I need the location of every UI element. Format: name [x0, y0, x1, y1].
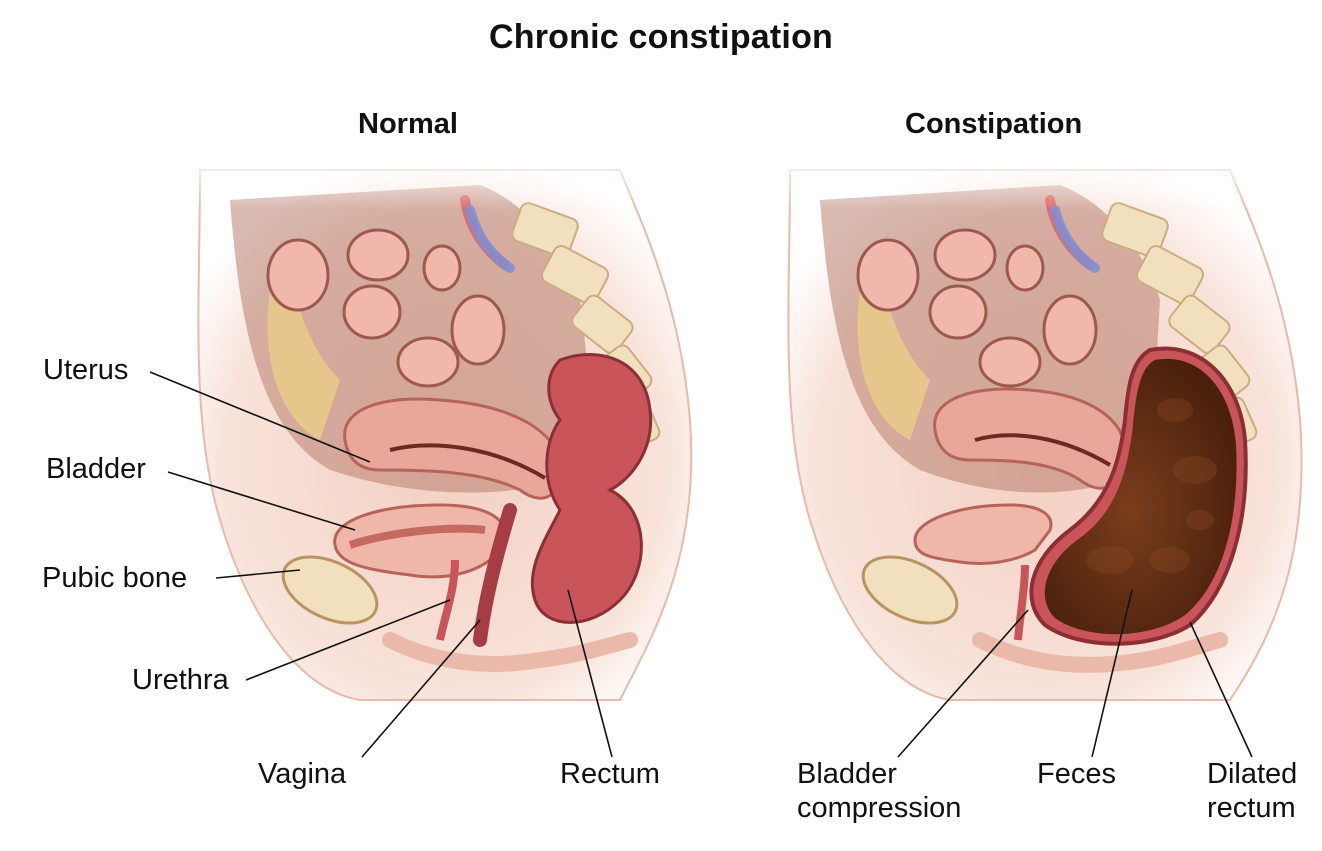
pubic-bone-leader-line	[215, 569, 301, 579]
constipation-bladder-shape	[913, 503, 1053, 565]
normal-bladder-inner	[348, 524, 486, 549]
label-feces: Feces	[1037, 758, 1116, 790]
uterus-leader-line	[149, 371, 371, 463]
normal-urethra-shape	[436, 559, 459, 641]
label-bladder: Bladder	[46, 453, 146, 485]
normal-intestine-loops	[266, 228, 506, 388]
label-bladder-compression-line2: compression	[797, 792, 962, 824]
label-rectum: Rectum	[560, 758, 660, 790]
label-urethra: Urethra	[132, 664, 229, 696]
label-bladder-compression-line1: Bladder	[797, 758, 897, 790]
bladder-compression-leader-line	[897, 609, 1029, 758]
normal-uterus-cavity	[389, 443, 547, 480]
constipation-fat-tissue	[857, 280, 930, 440]
normal-vagina-shape	[473, 503, 517, 647]
vagina-leader-line	[361, 619, 481, 758]
label-dilated-rectum-line1: Dilated	[1207, 758, 1298, 790]
feces-leader-line	[1091, 589, 1133, 758]
constipation-anatomy	[760, 150, 1322, 701]
normal-anatomy	[170, 150, 730, 701]
constipation-pubic-bone-shape	[861, 555, 959, 625]
constipation-panel-heading: Constipation	[905, 108, 1083, 140]
normal-pubic-bone-shape	[281, 555, 379, 625]
normal-fat-tissue	[267, 280, 340, 440]
constipation-feces-texture	[1086, 398, 1217, 574]
label-bladder-compression: Bladder compression	[797, 757, 961, 825]
rectum-leader-line	[567, 589, 613, 758]
constipation-urethra-shape	[1014, 564, 1029, 641]
constipation-intestine-loops	[856, 228, 1098, 388]
constipation-uterus-cavity	[974, 433, 1112, 467]
label-dilated-rectum-line2: rectum	[1207, 792, 1296, 824]
bladder-leader-line	[167, 471, 356, 531]
label-vagina: Vagina	[258, 758, 347, 790]
normal-rectum-shape	[530, 352, 653, 624]
label-dilated-rectum: Dilated rectum	[1207, 757, 1297, 825]
diagram-title: Chronic constipation	[489, 18, 833, 56]
constipation-feces-mass	[1044, 358, 1237, 635]
constipation-pelvic-floor	[972, 632, 1228, 673]
normal-pelvic-floor	[382, 632, 638, 672]
dilated-rectum-leader-line	[1189, 621, 1253, 758]
leader-lines	[149, 371, 1253, 758]
urethra-leader-line	[245, 599, 451, 681]
normal-panel-heading: Normal	[358, 108, 458, 140]
label-pubic-bone: Pubic bone	[42, 562, 188, 594]
label-uterus: Uterus	[43, 354, 129, 386]
